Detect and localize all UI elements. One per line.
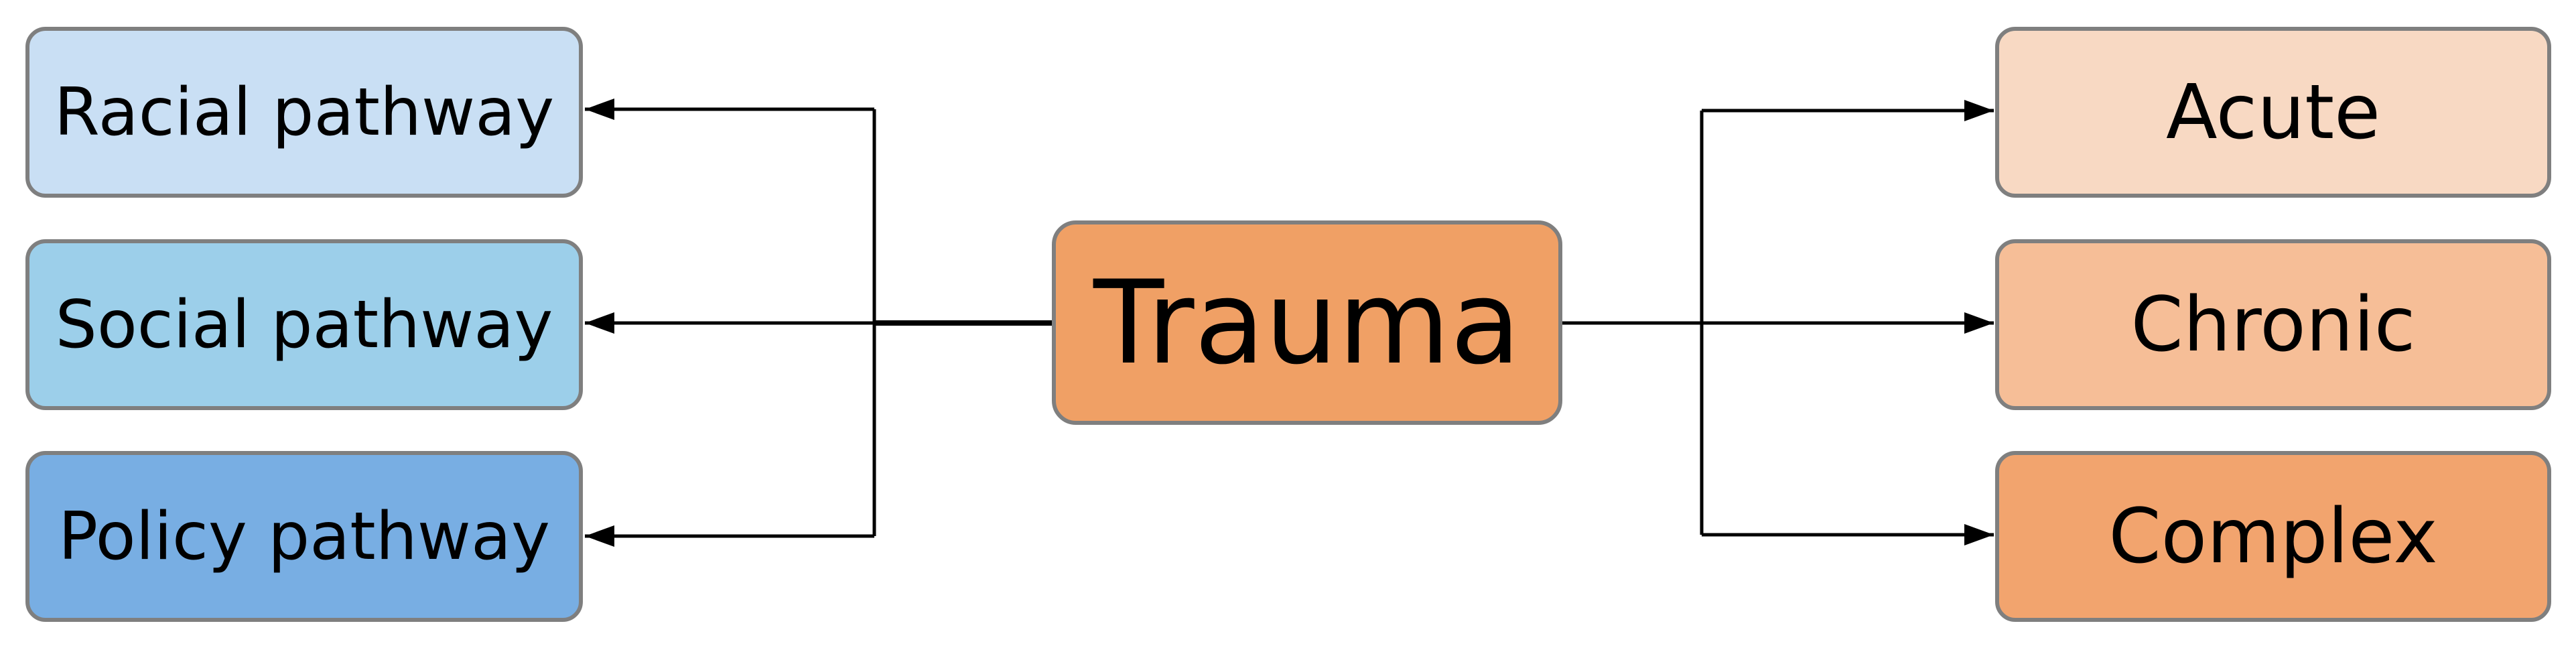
node-social-pathway-label: Social pathway: [55, 286, 553, 363]
node-complex-label: Complex: [2108, 493, 2438, 580]
node-racial-pathway: Racial pathway: [25, 27, 583, 198]
node-chronic: Chronic: [1995, 239, 2551, 410]
node-trauma: Trauma: [1052, 220, 1562, 425]
node-policy-pathway: Policy pathway: [25, 451, 583, 622]
node-acute: Acute: [1995, 27, 2551, 198]
node-chronic-label: Chronic: [2130, 281, 2416, 369]
node-complex: Complex: [1995, 451, 2551, 622]
node-policy-pathway-label: Policy pathway: [58, 498, 551, 575]
node-racial-pathway-label: Racial pathway: [54, 74, 555, 151]
node-social-pathway: Social pathway: [25, 239, 583, 410]
node-trauma-label: Trauma: [1093, 255, 1521, 390]
node-acute-label: Acute: [2165, 68, 2381, 156]
